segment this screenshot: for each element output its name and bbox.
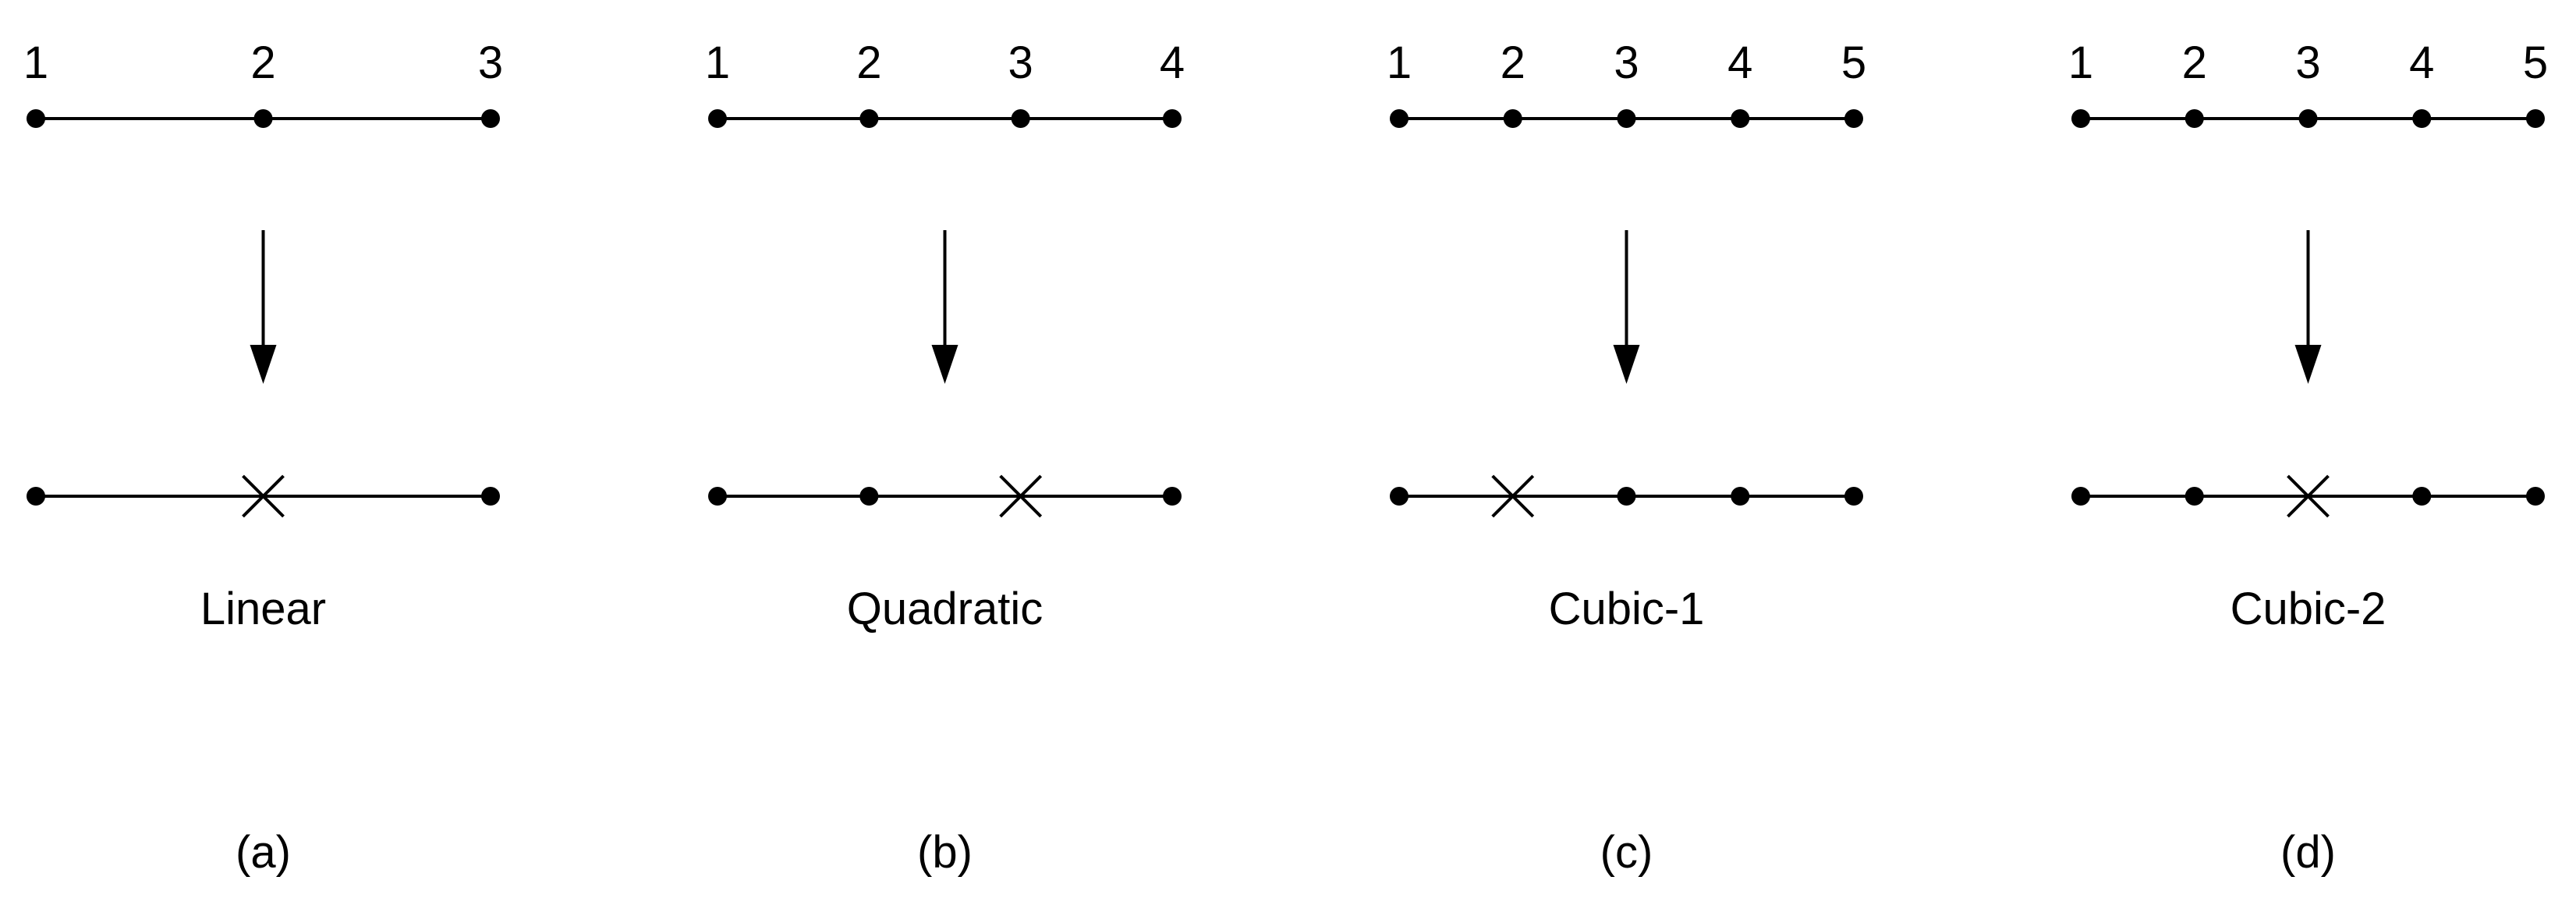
node-number-label: 1 [1387, 37, 1412, 88]
panel-tag-label: (a) [236, 827, 291, 878]
node-point [27, 109, 45, 128]
node-number-label: 5 [1841, 37, 1866, 88]
removed-node-cross [2287, 474, 2330, 518]
node-number-label: 3 [1614, 37, 1639, 88]
node-point [708, 487, 727, 506]
element-type-label: Cubic-1 [1549, 584, 1705, 634]
node-point [2184, 109, 2204, 128]
panel-tag-label: (d) [2280, 827, 2336, 878]
node-point [859, 109, 879, 128]
node-point [1731, 109, 1750, 128]
element-type-label: Cubic-2 [2231, 584, 2386, 634]
node-point [1503, 109, 1522, 128]
node-number-label: 3 [1008, 37, 1033, 88]
node-point [481, 109, 500, 128]
node-point [2412, 487, 2432, 506]
node-number-label: 2 [1501, 37, 1525, 88]
node-number-label: 2 [250, 37, 275, 88]
node-number-label: 4 [1160, 37, 1185, 88]
node-point [2071, 487, 2090, 506]
element-type-label: Linear [200, 584, 326, 634]
node-number-label: 3 [478, 37, 503, 88]
node-point [2298, 109, 2318, 128]
panel-tag-label: (c) [1600, 827, 1653, 878]
removed-node-cross [999, 474, 1043, 518]
element-type-label: Quadratic [847, 584, 1043, 634]
node-point [481, 487, 500, 506]
transform-arrow-head [931, 345, 958, 384]
node-point [253, 109, 273, 128]
node-number-label: 1 [705, 37, 730, 88]
node-point [1163, 109, 1182, 128]
node-number-label: 4 [2409, 37, 2434, 88]
removed-node-cross [242, 474, 285, 518]
node-point [1844, 487, 1863, 506]
transform-arrow-head [2294, 345, 2322, 384]
transform-arrow-head [1613, 345, 1640, 384]
node-point [1390, 109, 1408, 128]
node-number-label: 1 [23, 37, 48, 88]
node-number-label: 4 [1727, 37, 1752, 88]
node-point [1390, 487, 1408, 506]
node-point [1617, 487, 1636, 506]
node-number-label: 2 [2182, 37, 2207, 88]
node-point [708, 109, 727, 128]
node-point [27, 487, 45, 506]
node-point [2526, 109, 2545, 128]
node-point [859, 487, 879, 506]
node-point [1163, 487, 1182, 506]
node-point [2412, 109, 2432, 128]
node-number-label: 1 [2068, 37, 2093, 88]
node-point [1617, 109, 1636, 128]
node-number-label: 3 [2295, 37, 2320, 88]
removed-node-cross [1491, 474, 1535, 518]
node-point [1011, 109, 1030, 128]
node-point [2071, 109, 2090, 128]
transform-arrow-head [250, 345, 277, 384]
node-point [1844, 109, 1863, 128]
node-number-label: 5 [2523, 37, 2548, 88]
node-point [2184, 487, 2204, 506]
node-point [2526, 487, 2545, 506]
node-point [1731, 487, 1750, 506]
node-number-label: 2 [856, 37, 881, 88]
panel-tag-label: (b) [917, 827, 973, 878]
